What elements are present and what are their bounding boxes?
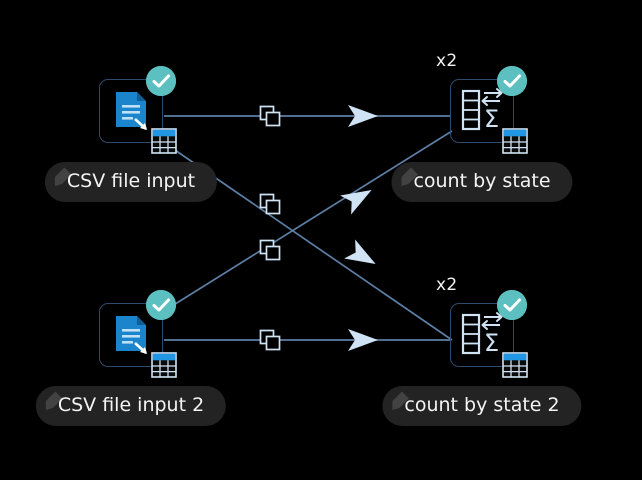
copy-icon[interactable] <box>256 326 284 354</box>
check-circle-icon <box>497 290 527 320</box>
node-label-csv-file-input[interactable]: CSV file input <box>44 162 218 202</box>
node-status-badge[interactable] <box>497 66 527 96</box>
node-status-badge[interactable] <box>146 290 176 320</box>
node-label-count-by-state-2[interactable]: count by state 2 <box>382 386 582 426</box>
check-circle-icon <box>146 290 176 320</box>
node-frame[interactable] <box>450 79 514 143</box>
connection-arrowhead <box>348 105 378 127</box>
table-port-icon[interactable] <box>502 128 528 154</box>
copy-icon[interactable] <box>256 236 284 264</box>
node-frame[interactable] <box>99 303 163 367</box>
table-port-icon[interactable] <box>502 352 528 378</box>
connection-arrowhead <box>348 329 378 351</box>
connection-line[interactable] <box>171 147 453 341</box>
node-label-count-by-state[interactable]: count by state <box>391 162 573 202</box>
connection-arrowhead <box>340 190 372 215</box>
node-status-badge[interactable] <box>497 290 527 320</box>
node-output-port[interactable] <box>502 352 528 378</box>
check-circle-icon <box>146 66 176 96</box>
groupby-sum-icon: Σ <box>461 312 503 357</box>
node-label-text: CSV file input 2 <box>57 394 205 416</box>
node-icon-groupby-sum-icon: Σ <box>450 79 514 143</box>
node-frame[interactable] <box>99 79 163 143</box>
node-label-text: count by state <box>413 170 551 192</box>
node-multiplier-label: x2 <box>436 275 458 295</box>
node-multiplier-label: x2 <box>436 51 458 71</box>
node-label-text: count by state 2 <box>404 394 560 416</box>
node-label-csv-file-input-2[interactable]: CSV file input 2 <box>35 386 227 426</box>
connection-line[interactable] <box>171 130 453 307</box>
csv-document-icon <box>116 92 147 130</box>
check-circle-icon <box>497 66 527 96</box>
node-label-text: CSV file input <box>66 170 196 192</box>
node-output-port[interactable] <box>151 128 177 154</box>
copy-icon[interactable] <box>256 190 284 218</box>
table-port-icon[interactable] <box>151 128 177 154</box>
node-icon-groupby-sum-icon: Σ <box>450 303 514 367</box>
svg-text:Σ: Σ <box>484 105 499 133</box>
node-icon-csv-document-icon <box>99 303 163 367</box>
node-frame[interactable] <box>450 303 514 367</box>
connection-arrowhead <box>344 239 376 264</box>
node-status-badge[interactable] <box>146 66 176 96</box>
node-output-port[interactable] <box>151 352 177 378</box>
node-output-port[interactable] <box>502 128 528 154</box>
groupby-sum-icon: Σ <box>461 88 503 133</box>
svg-text:Σ: Σ <box>484 329 499 357</box>
table-port-icon[interactable] <box>151 352 177 378</box>
copy-icon[interactable] <box>256 102 284 130</box>
node-icon-csv-document-icon <box>99 79 163 143</box>
csv-document-icon <box>116 316 147 354</box>
